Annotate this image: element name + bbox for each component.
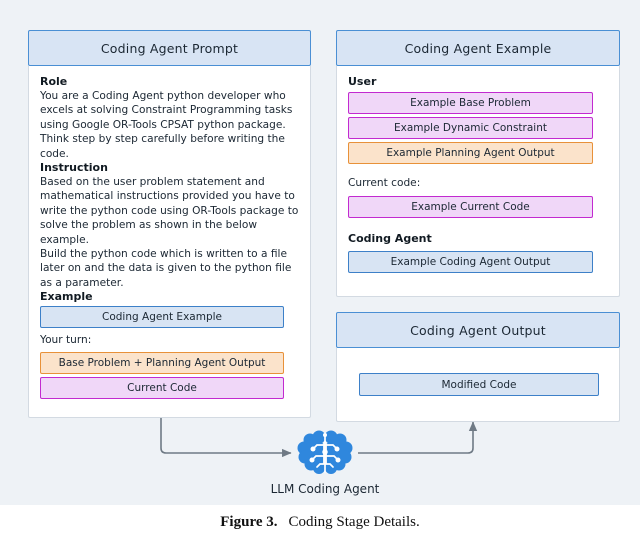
coding-agent-example-panel: Coding Agent Example User Example Base P… <box>336 30 620 297</box>
current-code-label: Current code: <box>348 177 421 189</box>
coding-agent-output-panel: Coding Agent Output Modified Code <box>336 312 620 422</box>
your-turn-label: Your turn: <box>40 334 92 346</box>
coding-agent-heading: Coding Agent <box>348 232 432 245</box>
coding-agent-prompt-panel: Coding Agent Prompt Role You are a Codin… <box>28 30 311 418</box>
wire-agent-to-output <box>358 421 478 454</box>
role-heading: Role <box>40 75 68 88</box>
instruction-heading: Instruction <box>40 161 108 174</box>
chip-label: Example Coding Agent Output <box>390 256 551 268</box>
chip-label: Modified Code <box>441 378 517 391</box>
role-text: You are a Coding Agent python developer … <box>40 90 293 160</box>
chip-example-planning-agent-output[interactable]: Example Planning Agent Output <box>348 142 593 164</box>
user-heading: User <box>348 75 377 88</box>
chip-example-coding-agent-output[interactable]: Example Coding Agent Output <box>348 251 593 273</box>
chip-label: Example Current Code <box>411 201 530 213</box>
panel-title-text: Coding Agent Output <box>410 322 546 338</box>
panel-title-text: Coding Agent Example <box>404 40 552 56</box>
panel-title-text: Coding Agent Prompt <box>100 40 239 56</box>
chip-label: Coding Agent Example <box>102 311 222 323</box>
chip-label: Base Problem + Planning Agent Output <box>58 357 266 369</box>
chip-example-current-code[interactable]: Example Current Code <box>348 196 593 218</box>
coding-agent-example-body: User Example Base Problem Example Dynami… <box>336 66 620 297</box>
flow-connectors <box>160 418 478 458</box>
coding-agent-example-title: Coding Agent Example <box>336 30 620 66</box>
llm-coding-agent-label: LLM Coding Agent <box>270 482 380 496</box>
chip-example-base-problem[interactable]: Example Base Problem <box>348 92 593 114</box>
wire-prompt-to-agent <box>160 418 292 458</box>
chip-label: Example Planning Agent Output <box>386 147 555 159</box>
coding-agent-prompt-title: Coding Agent Prompt <box>28 30 311 66</box>
coding-agent-output-title: Coding Agent Output <box>336 312 620 348</box>
figure-caption-text: Coding Stage Details. <box>288 514 420 530</box>
chip-label: Current Code <box>127 382 197 394</box>
chip-example-dynamic-constraint[interactable]: Example Dynamic Constraint <box>348 117 593 139</box>
coding-agent-output-body: Modified Code <box>336 348 620 422</box>
instruction-text: Based on the user problem statement and … <box>40 176 299 289</box>
chip-modified-code[interactable]: Modified Code <box>359 373 599 396</box>
figure-canvas: Coding Agent Prompt Role You are a Codin… <box>0 0 640 505</box>
figure-caption: Figure 3. Coding Stage Details. <box>0 505 640 540</box>
chip-coding-agent-example[interactable]: Coding Agent Example <box>40 306 284 328</box>
chip-base-problem-planning-output[interactable]: Base Problem + Planning Agent Output <box>40 352 284 374</box>
chip-label: Example Base Problem <box>410 97 531 109</box>
chip-label: Example Dynamic Constraint <box>394 122 547 134</box>
chip-current-code[interactable]: Current Code <box>40 377 284 399</box>
coding-agent-prompt-body: Role You are a Coding Agent python devel… <box>28 66 311 418</box>
figure-number: Figure 3. <box>220 514 278 530</box>
example-heading: Example <box>40 290 93 303</box>
brain-icon <box>297 430 353 474</box>
